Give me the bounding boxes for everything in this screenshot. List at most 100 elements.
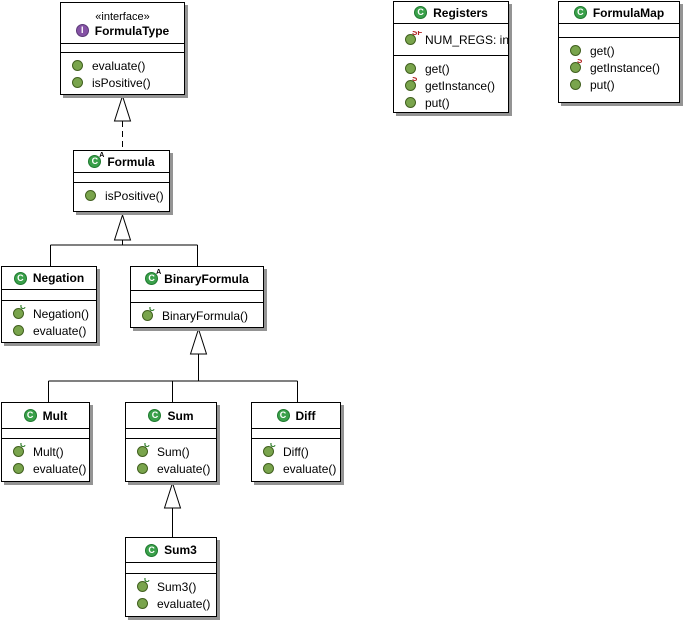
operation-row[interactable]: evaluate() (2, 322, 96, 339)
attributes-compartment[interactable] (252, 429, 340, 439)
class-icon-letter: C (148, 273, 155, 283)
operation-row[interactable]: evaluate() (61, 57, 184, 74)
class-name: Mult (42, 408, 68, 423)
attributes-compartment[interactable] (2, 290, 96, 301)
attributes-compartment[interactable] (126, 563, 216, 574)
operation-row[interactable]: isPositive() (74, 187, 169, 204)
attributes-compartment[interactable] (74, 173, 169, 183)
class-name: FormulaType (94, 23, 170, 38)
operation-label: evaluate() (157, 596, 211, 611)
class-icon-letter: C (26, 410, 34, 420)
method-visibility-icon (405, 97, 416, 108)
operation-row[interactable]: evaluate() (252, 460, 340, 477)
method-visibility-icon (263, 463, 274, 474)
method-visibility-icon: C (13, 305, 26, 319)
class-icon-letter: C (91, 156, 99, 166)
class-icon: C (573, 6, 587, 19)
operation-row[interactable]: put() (559, 76, 679, 93)
operation-label: getInstance() (425, 78, 496, 93)
operation-row[interactable]: evaluate() (2, 460, 89, 477)
operation-row[interactable]: evaluate() (126, 595, 216, 612)
method-visibility-icon (137, 598, 148, 609)
attributes-compartment[interactable] (61, 44, 184, 53)
realization-connector-formula-implements-formulatype[interactable] (113, 94, 132, 150)
member-modifier-badge: C (20, 305, 26, 311)
method-visibility-icon: C (142, 307, 155, 321)
generalization-connector-negation-binaryformula-extend-formula[interactable] (50, 213, 198, 266)
member-modifier-badge: C (149, 307, 155, 313)
method-visibility-icon (13, 325, 24, 336)
operation-row[interactable]: get() (559, 42, 679, 59)
attributes-compartment[interactable] (2, 429, 89, 439)
class-icon-letter: C (577, 7, 584, 17)
generalization-connector-sum3-extends-sum[interactable] (163, 481, 182, 537)
operations-compartment[interactable]: evaluate()isPositive() (61, 53, 184, 94)
operation-label: put() (590, 77, 615, 92)
operation-label: isPositive() (105, 188, 164, 203)
class-name: Formula (107, 154, 155, 169)
method-visibility-icon: S (570, 59, 582, 73)
operations-compartment[interactable]: isPositive() (74, 183, 169, 211)
class-header[interactable]: C Mult (2, 403, 89, 429)
attributes-compartment[interactable] (559, 24, 679, 38)
operation-row[interactable]: isPositive() (61, 74, 184, 91)
class-name: Negation (32, 271, 85, 285)
abstract-badge: A (99, 152, 105, 159)
method-visibility-icon: C (263, 443, 276, 457)
attributes-compartment[interactable] (126, 429, 216, 439)
class-name: Sum3 (164, 543, 197, 557)
operation-row[interactable]: put() (394, 94, 508, 111)
operation-label: evaluate() (157, 461, 211, 476)
method-visibility-icon (137, 463, 148, 474)
operation-label: getInstance() (590, 60, 661, 75)
operation-row[interactable]: evaluate() (126, 460, 216, 477)
operation-row[interactable]: get() (394, 60, 508, 77)
member-modifier-badge: C (144, 443, 150, 449)
method-visibility-icon (405, 63, 416, 74)
attributes-compartment[interactable] (131, 291, 263, 303)
class-icon: C (276, 409, 290, 422)
